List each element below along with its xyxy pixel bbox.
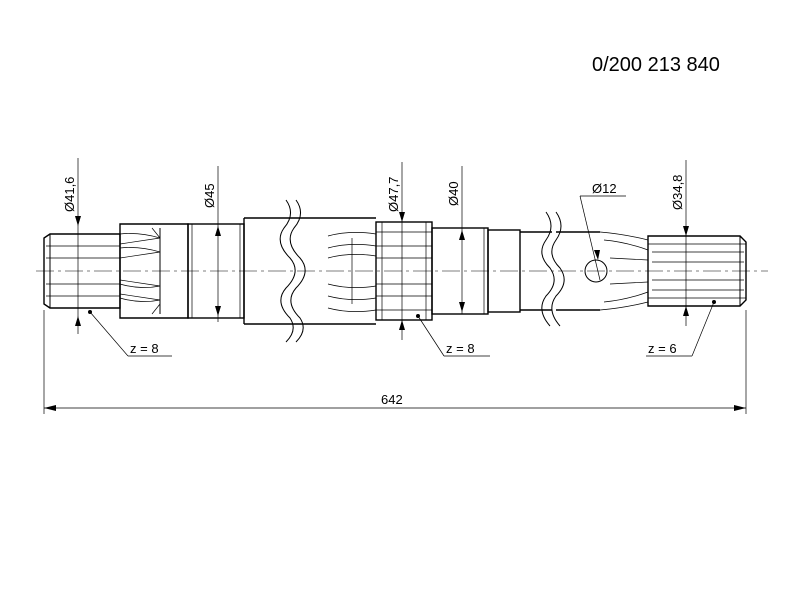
dimension-label-d2: Ø45	[202, 183, 217, 208]
spline-label-right: z = 6	[648, 341, 677, 356]
dimension-label-d6: Ø34,8	[670, 175, 685, 210]
dimension-d3: Ø47,7	[386, 162, 405, 340]
part-number: 0/200 213 840	[592, 54, 720, 76]
dimension-label-d4: Ø40	[446, 181, 461, 206]
dimension-label-total-length: 642	[381, 392, 403, 407]
dimension-d6: Ø34,8	[670, 160, 689, 326]
spline-label-left: z = 8	[130, 341, 159, 356]
dimension-d2: Ø45	[202, 166, 221, 322]
spline-callout-middle: z = 8	[416, 314, 490, 357]
dimension-total-length: 642	[43, 310, 747, 414]
dimension-d5: Ø12	[579, 181, 626, 281]
dimension-d1: Ø41,6	[62, 158, 81, 334]
section-d40	[431, 211, 565, 327]
left-spline-section	[43, 223, 189, 319]
cross-hole	[584, 259, 608, 283]
spline-label-middle: z = 8	[446, 341, 475, 356]
dimension-d4: Ø40	[446, 166, 465, 314]
shaft-body-left	[243, 199, 306, 343]
right-spline-section	[556, 231, 747, 311]
dimension-label-d3: Ø47,7	[386, 177, 401, 212]
dimension-label-d5: Ø12	[592, 181, 617, 196]
spline-callout-right: z = 6	[646, 300, 716, 357]
middle-spline-section	[300, 217, 433, 325]
spline-callout-left: z = 8	[88, 310, 172, 357]
dimension-label-d1: Ø41,6	[62, 177, 77, 212]
